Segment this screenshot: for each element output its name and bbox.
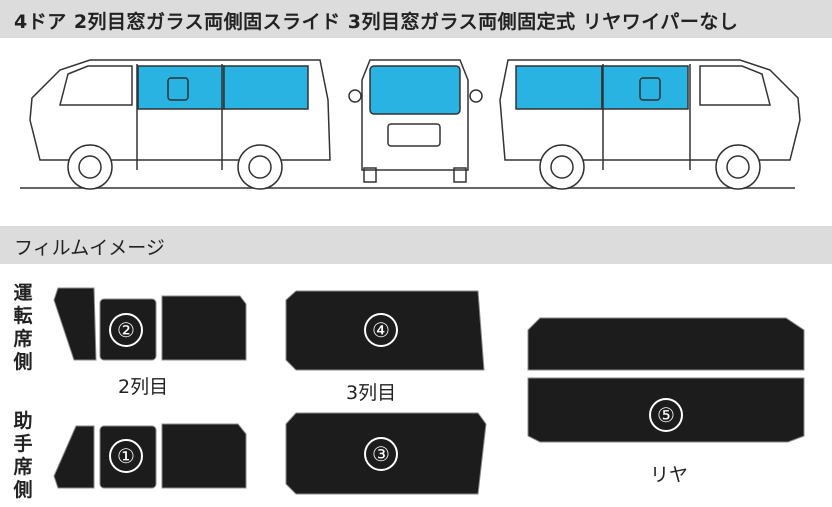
caption-rear: リヤ [650,464,689,486]
section-title: フィルムイメージ [14,237,165,259]
film-passenger-row2-rear-piece [161,423,247,489]
number-4: ④ [364,313,398,347]
glass-window-row3-left [223,65,309,110]
header-title: 4ドア 2列目窓ガラス両側固スライド 3列目窓ガラス両側固定式 リヤワイパーなし [14,11,739,33]
glass-window-row2-right [601,65,689,110]
caption-row2: 2列目 [118,376,169,398]
label-driver-side: 運転席側 [13,282,33,373]
film-driver-row2-rear-piece [161,295,247,361]
number-1: ① [109,439,143,473]
van-side-left [29,59,331,190]
glass-rear-window [369,65,461,115]
caption-row3: 3列目 [346,382,397,404]
glass-window-row2-left [137,65,225,110]
label-passenger-side: 助手席側 [13,410,33,501]
header-band: 4ドア 2列目窓ガラス両側固スライド 3列目窓ガラス両側固定式 リヤワイパーなし [0,0,832,38]
film-driver-front-piece [53,287,97,361]
section-band: フィルムイメージ [0,226,832,264]
film-passenger-front-piece [53,425,95,489]
number-5: ⑤ [649,398,683,432]
number-2: ② [109,313,143,347]
number-3: ③ [364,437,398,471]
van-rear [348,59,483,183]
van-side-right [499,59,801,190]
glass-window-row3-right [515,65,603,110]
film-rear-upper-piece [527,317,805,371]
